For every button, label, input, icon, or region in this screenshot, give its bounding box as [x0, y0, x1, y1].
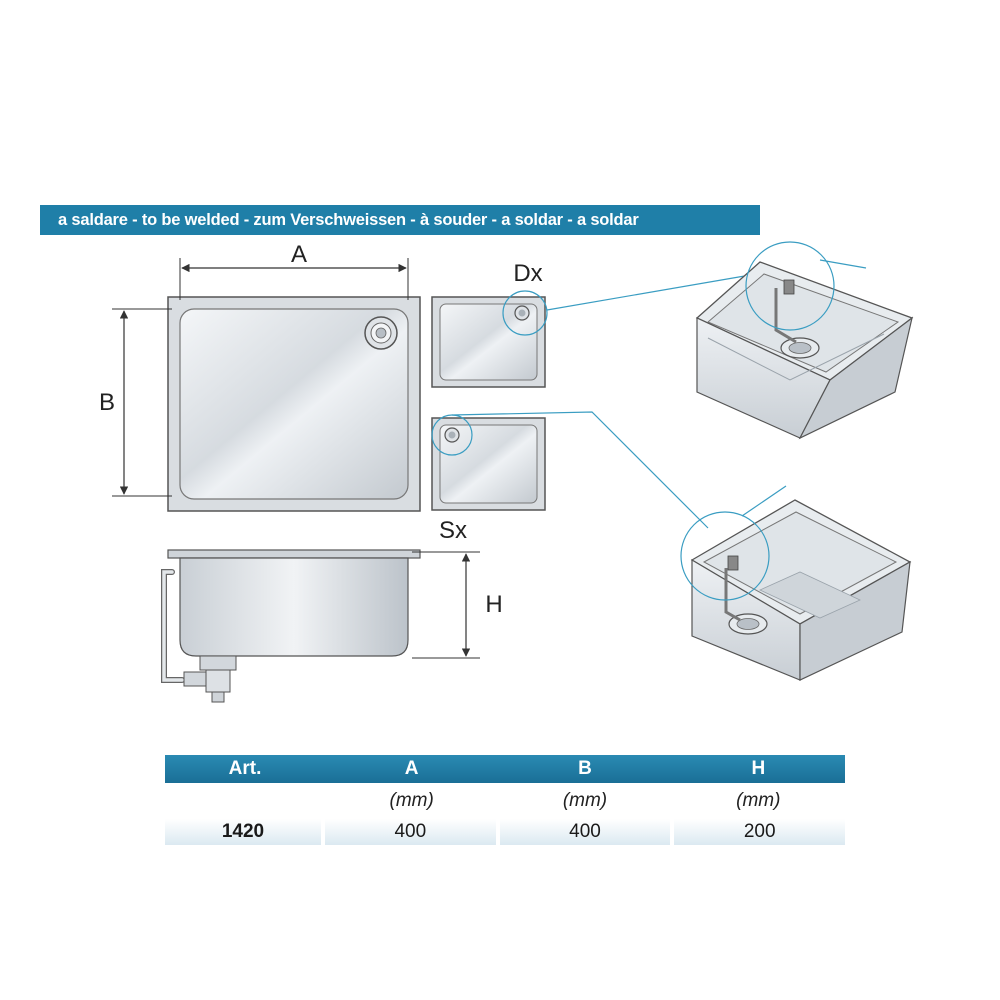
header-b: B — [578, 758, 592, 779]
unit-a: (mm) — [389, 790, 434, 811]
callout-lines — [451, 259, 867, 529]
header-h: H — [751, 758, 766, 779]
sink-3d-view-dx — [695, 241, 914, 440]
unit-h: (mm) — [736, 790, 781, 811]
cell-art: 1420 — [165, 819, 321, 845]
table-row: 1420 400 400 200 — [165, 819, 846, 845]
dx-variant-top-view: Dx — [431, 260, 548, 388]
table-header: Art. A B H — [165, 755, 845, 783]
dimension-b: B — [99, 308, 172, 497]
sink-3d-view-sx — [680, 499, 912, 681]
label-h: H — [485, 591, 502, 618]
drain-hole-icon — [364, 316, 398, 350]
sink-top-view — [167, 296, 421, 512]
sink-side-view — [161, 549, 421, 703]
unit-art — [165, 783, 325, 819]
unit-b: (mm) — [562, 790, 608, 811]
dimension-table: Art. A B H (mm) (mm) (mm) 1420 400 400 2… — [165, 755, 846, 845]
header-a: A — [404, 758, 419, 779]
label-dx: Dx — [513, 260, 542, 287]
cell-h: 200 — [674, 819, 846, 845]
label-a: A — [291, 241, 307, 268]
dimension-h: H — [412, 551, 503, 659]
weld-banner: a saldare - to be welded - zum Verschwei… — [40, 205, 760, 235]
sx-variant-top-view: Sx — [431, 414, 546, 544]
label-sx: Sx — [439, 517, 467, 544]
label-b: B — [99, 389, 115, 416]
cell-a: 400 — [325, 819, 496, 845]
units-row: (mm) (mm) (mm) — [165, 783, 845, 819]
header-art: Art. — [228, 758, 262, 779]
dimension-a: A — [179, 241, 409, 300]
cell-b: 400 — [499, 819, 671, 845]
